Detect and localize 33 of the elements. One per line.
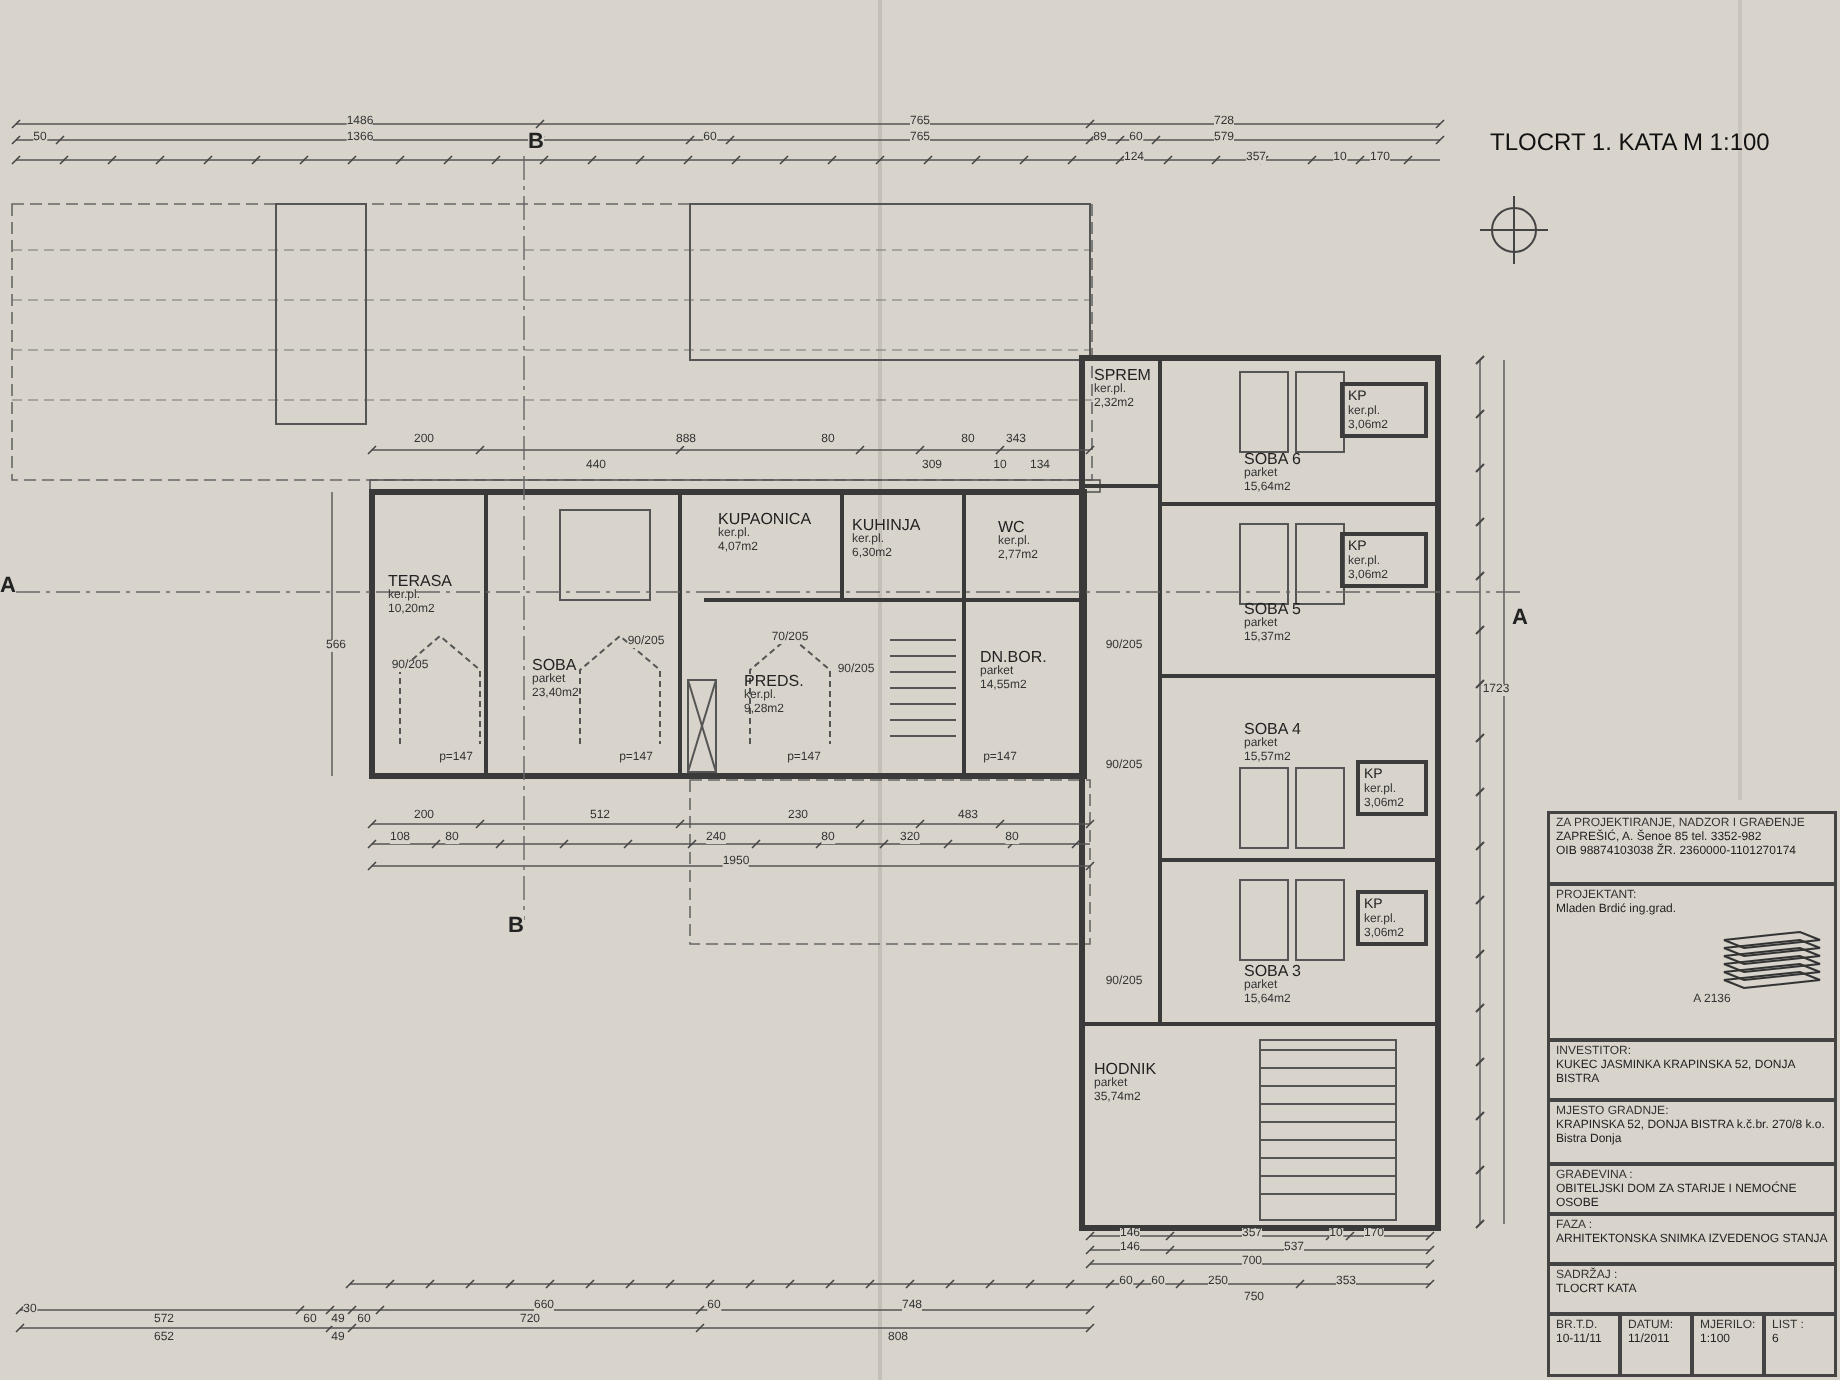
- title-block-cell: [1548, 1100, 1836, 1164]
- section-mark: B: [508, 916, 524, 938]
- title-block-cell: [1548, 1214, 1836, 1264]
- room-name: SOBA 6: [1244, 450, 1303, 468]
- title-block-cell: [1548, 1040, 1836, 1100]
- title-block-cell: [1548, 884, 1836, 1040]
- room-name: SPREM: [1094, 366, 1153, 384]
- room-name: SOBA: [532, 656, 579, 674]
- room-name: SOBA 4: [1244, 720, 1303, 738]
- title-block-cell: [1692, 1314, 1764, 1376]
- room-name: KUPAONICA: [718, 510, 814, 528]
- room-name: DN.BOR.: [980, 648, 1049, 666]
- section-mark: A: [0, 576, 16, 598]
- title-block-cell: [1548, 1314, 1620, 1376]
- room: [1356, 760, 1428, 816]
- room-name: WC: [998, 518, 1025, 536]
- title-block-cell: [1548, 812, 1836, 884]
- title-block-cell: [1548, 1264, 1836, 1314]
- room: [1340, 532, 1428, 588]
- section-mark: A: [1512, 608, 1528, 630]
- title-block-cell: [1620, 1314, 1692, 1376]
- room-name: PREDS.: [744, 672, 806, 690]
- room-name: SOBA 3: [1244, 962, 1303, 980]
- title-block-cell: [1764, 1314, 1836, 1376]
- room-name: KUHINJA: [852, 516, 923, 534]
- room-name: HODNIK: [1094, 1060, 1159, 1078]
- room-name: TERASA: [388, 572, 455, 590]
- room: [1356, 890, 1428, 946]
- title-block-cell: [1548, 1164, 1836, 1214]
- room-name: SOBA 5: [1244, 600, 1303, 618]
- drawing-title: TLOCRT 1. KATA M 1:100: [1490, 126, 1770, 160]
- section-mark: B: [528, 132, 544, 154]
- room: [1340, 382, 1428, 438]
